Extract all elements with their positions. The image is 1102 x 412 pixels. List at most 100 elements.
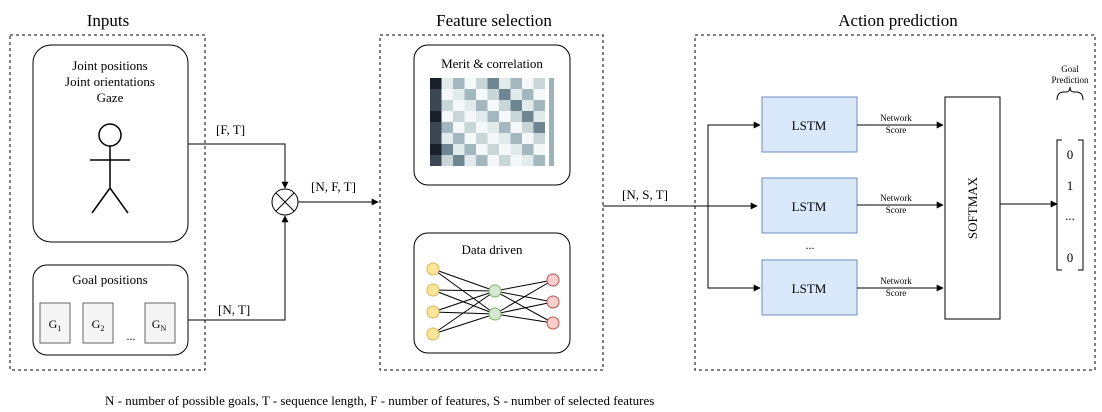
- heatmap-cell: [464, 78, 476, 89]
- nn-edge: [432, 268, 496, 292]
- goal-box-g1: [39, 302, 71, 344]
- heatmap-cell: [522, 100, 534, 111]
- feature-selection-frame: [379, 34, 604, 371]
- heatmap-cell: [510, 144, 522, 155]
- output-vector-entry-1: 0: [1067, 147, 1074, 162]
- network-score-1-line2: Score: [886, 125, 907, 135]
- heatmap-cell: [453, 89, 465, 100]
- heatmap-cell: [487, 155, 499, 166]
- heatmap-cell: [476, 133, 488, 144]
- lstm-box-1: [761, 96, 858, 153]
- heatmap-cell: [476, 144, 488, 155]
- heatmap-cell: [441, 144, 453, 155]
- heatmap-cell: [522, 133, 534, 144]
- heatmap-cell: [464, 144, 476, 155]
- heatmap-cell: [476, 111, 488, 122]
- nn-input-node: [426, 283, 440, 297]
- goal-box-gn: [144, 302, 176, 344]
- heatmap-cell: [453, 111, 465, 122]
- heatmap-cell: [522, 89, 534, 100]
- nn-output-node: [546, 316, 560, 330]
- heatmap-cell: [487, 144, 499, 155]
- edge-label-ft: [F, T]: [216, 122, 245, 137]
- nn-input-node: [426, 262, 440, 276]
- lstm-ellipsis: ...: [806, 238, 815, 252]
- heatmap-cell: [430, 122, 442, 133]
- correlation-heatmap-image: [430, 78, 554, 166]
- heatmap-cell: [533, 144, 545, 155]
- nn-edge: [432, 289, 496, 292]
- lstm-label-1: LSTM: [792, 118, 827, 133]
- goal-ellipsis: ...: [127, 329, 136, 343]
- heatmap-cell: [430, 111, 442, 122]
- heatmap-cell: [510, 133, 522, 144]
- heatmap-cell: [487, 100, 499, 111]
- softmax-label: SOFTMAX: [965, 176, 980, 239]
- edge-branch-top: [707, 121, 761, 206]
- footnote: N - number of possible goals, T - sequen…: [105, 393, 654, 408]
- heatmap-cell: [476, 122, 488, 133]
- data-driven-title: Data driven: [461, 242, 523, 257]
- heatmap-cell: [430, 100, 442, 111]
- heatmap-cell: [464, 89, 476, 100]
- heatmap-cell: [476, 100, 488, 111]
- heatmap-cell: [487, 78, 499, 89]
- heatmap-cell: [510, 100, 522, 111]
- heatmap-cell: [533, 111, 545, 122]
- heatmap-cell: [499, 100, 511, 111]
- heatmap-cell: [487, 122, 499, 133]
- action-prediction-frame: [694, 34, 1096, 371]
- heatmap-cell: [522, 155, 534, 166]
- heatmap-cell: [510, 78, 522, 89]
- heatmap-cell: [430, 89, 442, 100]
- heatmap-cell: [533, 122, 545, 133]
- heatmap-cell: [499, 144, 511, 155]
- heatmap-cell: [499, 122, 511, 133]
- output-vector: [1056, 139, 1084, 271]
- inputs-frame: [9, 34, 206, 371]
- nn-edge: [494, 279, 554, 315]
- heatmap-cell: [453, 155, 465, 166]
- lstm-label-2: LSTM: [792, 199, 827, 214]
- heatmap-cell: [453, 78, 465, 89]
- heatmap-cell: [499, 78, 511, 89]
- neural-network-icon: [426, 262, 560, 341]
- heatmap-cell: [453, 122, 465, 133]
- nn-edge: [494, 279, 554, 292]
- nn-hidden-node: [488, 307, 502, 321]
- nn-edge: [432, 290, 496, 313]
- edge-joint-to-combiner: [188, 143, 289, 189]
- stick-figure-icon: [90, 123, 130, 214]
- nn-edge: [494, 290, 554, 324]
- heatmap-cell: [453, 133, 465, 144]
- network-score-3-line2: Score: [886, 288, 907, 298]
- heatmap-cell: [510, 89, 522, 100]
- heatmap-cell: [533, 133, 545, 144]
- heatmap-cell: [522, 78, 534, 89]
- heatmap-cell: [441, 78, 453, 89]
- heatmap-cell: [533, 78, 545, 89]
- heatmap-cell: [430, 78, 442, 89]
- heatmap-cell: [464, 111, 476, 122]
- heatmap-cell: [430, 144, 442, 155]
- nn-edge: [494, 313, 554, 324]
- heatmap-cell: [522, 111, 534, 122]
- heatmap-cell: [499, 89, 511, 100]
- network-score-3-line1: Network: [880, 276, 912, 286]
- heatmap-cell: [464, 100, 476, 111]
- merit-correlation-title: Merit & correlation: [441, 56, 543, 71]
- heatmap-cell: [441, 111, 453, 122]
- heatmap-cell: [487, 133, 499, 144]
- edge-goal-to-combiner: [188, 215, 289, 321]
- heatmap-cell: [476, 155, 488, 166]
- edge-label-nft: [N, F, T]: [311, 179, 356, 194]
- goal-g1-label: G1: [49, 317, 62, 333]
- heatmap-cell: [464, 133, 476, 144]
- goal-prediction-label-line2: Prediction: [1052, 75, 1089, 85]
- goal-box-g2: [82, 302, 114, 344]
- heatmap-cell: [464, 122, 476, 133]
- heatmap-cell: [510, 111, 522, 122]
- softmax-box: [944, 96, 1001, 320]
- heatmap-cell: [522, 122, 534, 133]
